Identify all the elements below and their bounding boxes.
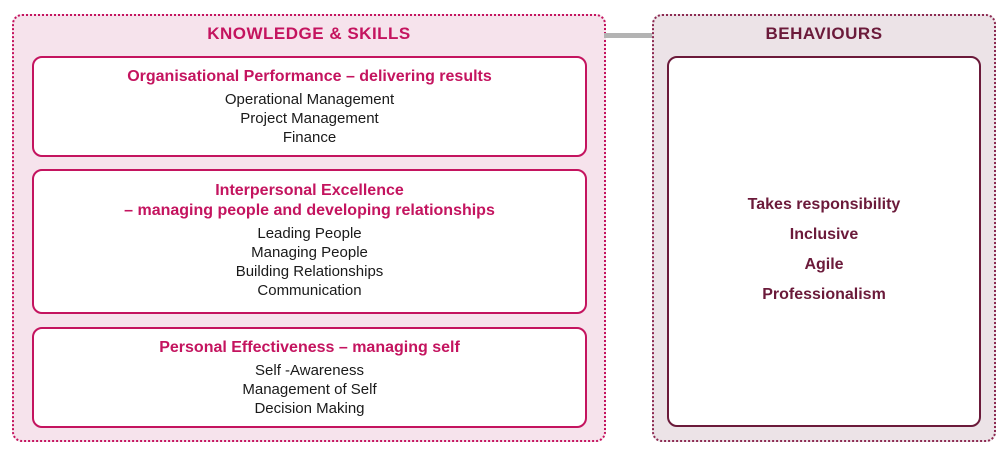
behaviour-item: Inclusive <box>789 226 859 243</box>
interpersonal-excellence-title: Interpersonal Excellence <box>215 182 404 199</box>
personal-effectiveness-title: Personal Effectiveness – managing self <box>159 339 460 356</box>
list-item: Project Management <box>240 110 379 127</box>
behaviours-box: Takes responsibility Inclusive Agile Pro… <box>667 56 981 427</box>
list-item: Decision Making <box>254 400 365 417</box>
behaviour-item: Takes responsibility <box>747 196 901 213</box>
behaviours-title: BEHAVIOURS <box>765 24 883 43</box>
personal-effectiveness-box: Personal Effectiveness – managing self S… <box>32 327 587 428</box>
knowledge-skills-title: KNOWLEDGE & SKILLS <box>207 24 411 43</box>
list-item: Managing People <box>251 244 368 261</box>
behaviour-item: Professionalism <box>762 286 886 303</box>
behaviours-panel: BEHAVIOURS Takes responsibility Inclusiv… <box>652 14 996 442</box>
list-item: Self -Awareness <box>255 362 364 379</box>
organisational-performance-box: Organisational Performance – delivering … <box>32 56 587 157</box>
behaviour-item: Agile <box>804 256 844 273</box>
panel-connector-line <box>604 33 654 38</box>
interpersonal-excellence-box: Interpersonal Excellence – managing peop… <box>32 169 587 314</box>
list-item: Building Relationships <box>235 263 384 280</box>
behaviours-list: Takes responsibility Inclusive Agile Pro… <box>669 190 979 310</box>
list-item: Finance <box>282 129 337 146</box>
interpersonal-excellence-subtitle: – managing people and developing relatio… <box>124 202 495 219</box>
knowledge-skills-panel: KNOWLEDGE & SKILLS Organisational Perfor… <box>12 14 606 442</box>
organisational-performance-title: Organisational Performance – delivering … <box>127 68 492 85</box>
list-item: Communication <box>257 282 362 299</box>
list-item: Operational Management <box>224 91 395 108</box>
list-item: Leading People <box>257 225 362 242</box>
list-item: Management of Self <box>242 381 377 398</box>
